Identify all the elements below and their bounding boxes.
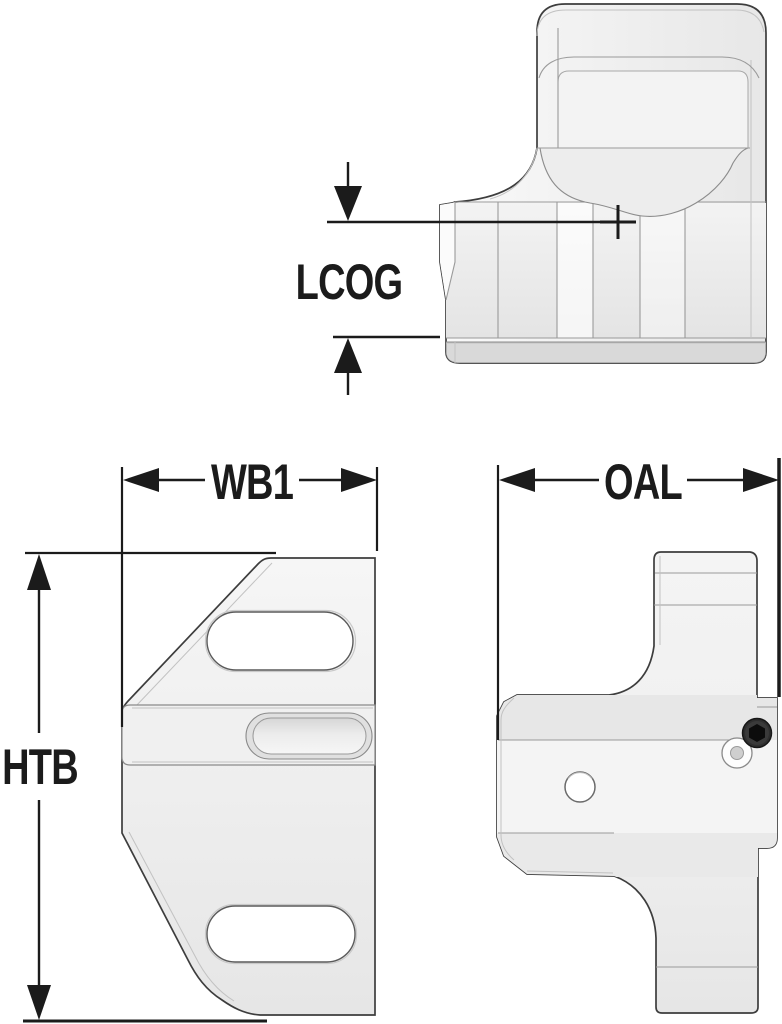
arrowhead-left-icon — [499, 468, 535, 492]
arrowhead-right-icon — [341, 468, 377, 492]
band-slot-inner — [252, 717, 367, 755]
scoop-surface — [539, 147, 749, 217]
lower-slot — [206, 905, 356, 963]
top-face-panel — [557, 70, 749, 149]
center-of-gravity-cross-icon — [600, 205, 636, 239]
upper-slot — [206, 611, 354, 671]
arrowhead-down-icon — [334, 186, 362, 221]
side-shading — [497, 695, 777, 877]
arrowhead-right-icon — [743, 468, 779, 492]
view-3d-perspective — [439, 3, 767, 364]
view-front — [121, 557, 376, 1016]
oal-label: OAL — [604, 455, 682, 510]
plate-silhouette — [121, 557, 376, 1016]
hex-screw-icon — [741, 717, 773, 749]
arrowhead-up-icon — [27, 554, 51, 590]
center-hole — [564, 771, 596, 803]
wb1-label: WB1 — [211, 455, 293, 510]
lcog-label: LCOG — [296, 255, 403, 310]
dim-htb: HTB — [2, 551, 276, 1023]
arrowhead-down-icon — [27, 985, 51, 1020]
arrowhead-left-icon — [123, 468, 159, 492]
dim-wb1: WB1 — [120, 455, 379, 727]
dim-oal: OAL — [496, 455, 781, 740]
view-side — [496, 551, 778, 1014]
arrowhead-up-icon — [334, 338, 362, 373]
dim-lcog: LCOG — [296, 162, 636, 395]
htb-label: HTB — [2, 740, 78, 795]
